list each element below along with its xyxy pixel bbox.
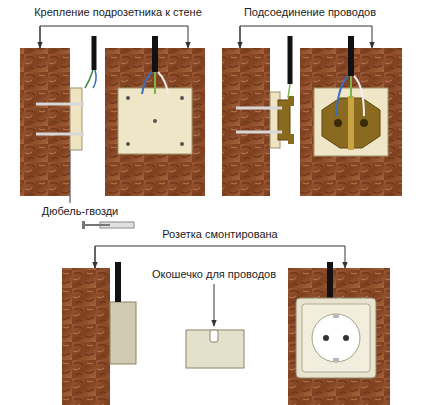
caption-label: Дюбель-гвозди: [40, 205, 121, 218]
screw: [153, 119, 157, 123]
wire: [354, 76, 364, 116]
socket-face: [312, 314, 360, 362]
cable: [92, 36, 97, 70]
box-face: [314, 88, 388, 156]
socket-frame: [296, 298, 376, 378]
cable: [152, 36, 158, 72]
screw: [180, 96, 184, 100]
cable: [327, 262, 333, 300]
ground-contact: [333, 314, 339, 318]
wire: [154, 72, 156, 94]
cover-window: [186, 330, 244, 368]
cover-piece: [186, 330, 244, 368]
ground-contact: [333, 358, 339, 362]
claw: [288, 96, 294, 106]
screw: [126, 142, 130, 146]
claw: [288, 134, 294, 144]
nail: [84, 224, 110, 226]
caption-label: Окошечко для проводов: [150, 268, 278, 281]
wall: [222, 48, 270, 196]
wall: [62, 268, 110, 405]
caption-label: Подсоединение проводов: [242, 6, 378, 19]
wall-front-3: [288, 262, 390, 405]
wall-side-2: [222, 36, 294, 196]
cable: [348, 36, 354, 76]
wall: [288, 268, 390, 405]
caption-label: Крепление подрозетника к стене: [32, 6, 204, 19]
screw: [180, 142, 184, 146]
socket-inner: [302, 304, 370, 372]
wall-side-1: [20, 36, 96, 196]
pin-hole: [334, 119, 342, 127]
bracket: [95, 246, 96, 268]
dowel: [36, 133, 84, 136]
dowel: [236, 131, 282, 134]
wall-front-2: [300, 36, 402, 196]
bracket: [240, 26, 241, 48]
caption-label: Розетка смонтирована: [160, 228, 280, 241]
wire: [288, 84, 290, 98]
wire: [158, 72, 168, 94]
box-side: [70, 88, 82, 150]
wire-window: [210, 330, 218, 342]
wire: [93, 70, 96, 88]
pin-hole: [323, 335, 329, 341]
bracket: [40, 26, 188, 48]
wall-front-1: [105, 36, 205, 196]
dowel: [36, 103, 84, 106]
screw: [126, 96, 130, 100]
wire: [350, 76, 352, 98]
wall-side-3: [62, 262, 136, 405]
dowel: [236, 107, 282, 110]
box-face: [118, 88, 192, 154]
wire: [85, 70, 93, 88]
cover-side: [110, 302, 136, 364]
bracket: [95, 246, 345, 268]
leader-line: [214, 284, 215, 326]
wire: [336, 76, 348, 116]
cable: [115, 262, 121, 302]
dowel-nail: [82, 221, 134, 229]
wire: [142, 72, 152, 94]
pin-hole: [360, 119, 368, 127]
pin-hole: [343, 335, 349, 341]
wall: [20, 48, 70, 196]
bracket: [40, 26, 41, 48]
ground-bar: [348, 96, 354, 150]
nail-head: [82, 221, 85, 229]
cable: [288, 36, 293, 84]
